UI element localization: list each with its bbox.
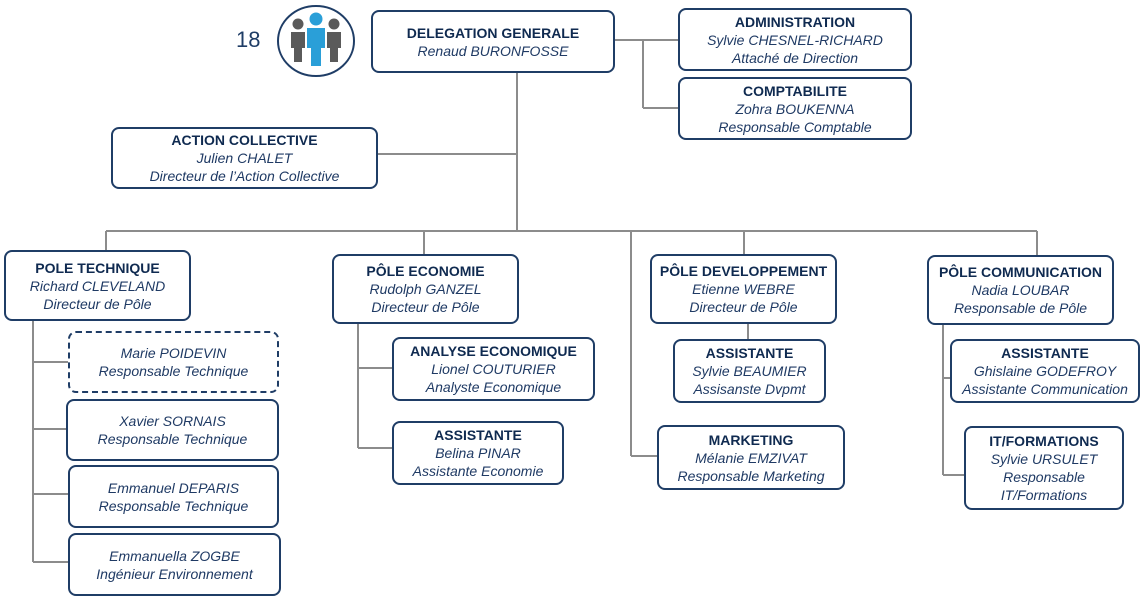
node-title: PÔLE ECONOMIE (366, 263, 485, 279)
node-name: Xavier SORNAIS (119, 413, 226, 429)
node-analyse-economique: ANALYSE ECONOMIQUE Lionel COUTURIER Anal… (392, 337, 595, 401)
node-pole-developpement: PÔLE DEVELOPPEMENT Etienne WEBRE Directe… (650, 254, 837, 324)
node-role: Attaché de Direction (731, 49, 859, 66)
node-role: Responsable (1003, 469, 1085, 485)
node-name: Richard CLEVELAND (29, 277, 166, 294)
node-title: ASSISTANTE (434, 427, 522, 443)
node-role: Responsable Comptable (718, 118, 872, 135)
node-name: Marie POIDEVIN (120, 345, 227, 361)
node-title: DELEGATION GENERALE (406, 24, 580, 41)
node-title: COMPTABILITE (743, 82, 847, 99)
node-role: Assistante Communication (962, 381, 1128, 397)
node-role: Responsable Marketing (677, 467, 825, 484)
node-name: Etienne WEBRE (692, 281, 795, 297)
node-name: Belina PINAR (435, 445, 521, 461)
node-marie-poidevin: Marie POIDEVIN Responsable Technique (68, 331, 279, 393)
node-xavier-sornais: Xavier SORNAIS Responsable Technique (66, 399, 279, 461)
node-role: Directeur de l’Action Collective (149, 168, 340, 184)
node-title: ACTION COLLECTIVE (171, 132, 318, 148)
group-of-people-icon (277, 5, 355, 77)
node-title: PÔLE COMMUNICATION (938, 264, 1103, 280)
node-role: Ingénieur Environnement (96, 565, 253, 582)
node-name: Sylvie CHESNEL-RICHARD (707, 31, 883, 48)
node-role: Directeur de Pôle (371, 299, 480, 315)
node-role: Directeur de Pôle (43, 295, 152, 312)
node-role: Assistante Economie (412, 463, 544, 479)
node-role: Responsable Technique (97, 431, 248, 447)
node-assistante-economie: ASSISTANTE Belina PINAR Assistante Econo… (392, 421, 564, 485)
node-name: Nadia LOUBAR (971, 282, 1070, 298)
node-name: Sylvie BEAUMIER (692, 363, 807, 379)
headcount-number: 18 (236, 27, 261, 52)
node-administration: ADMINISTRATION Sylvie CHESNEL-RICHARD At… (678, 8, 912, 71)
node-title: POLE TECHNIQUE (35, 259, 160, 276)
node-title: PÔLE DEVELOPPEMENT (659, 263, 828, 279)
node-title: ASSISTANTE (1001, 345, 1089, 361)
node-pole-technique: POLE TECHNIQUE Richard CLEVELAND Directe… (4, 250, 191, 321)
node-name: Rudolph GANZEL (369, 281, 482, 297)
node-title: MARKETING (708, 431, 794, 448)
node-title: ASSISTANTE (705, 345, 794, 361)
node-role: Analyste Economique (425, 379, 562, 395)
node-title: IT/FORMATIONS (989, 433, 1099, 449)
node-name: Emmanuella ZOGBE (109, 547, 240, 564)
node-assistante-communication: ASSISTANTE Ghislaine GODEFROY Assistante… (950, 339, 1140, 403)
node-emmanuella-zogbe: Emmanuella ZOGBE Ingénieur Environnement (68, 533, 281, 596)
node-role: Responsable Technique (98, 497, 249, 514)
node-role: Assisanste Dvpmt (693, 381, 806, 397)
node-name: Zohra BOUKENNA (735, 100, 855, 117)
node-marketing: MARKETING Mélanie EMZIVAT Responsable Ma… (657, 425, 845, 490)
node-name: Mélanie EMZIVAT (695, 449, 807, 466)
node-name: Emmanuel DEPARIS (107, 479, 240, 496)
node-name: Sylvie URSULET (990, 451, 1098, 467)
node-role: Responsable de Pôle (953, 300, 1088, 316)
node-emmanuel-deparis: Emmanuel DEPARIS Responsable Technique (68, 465, 279, 528)
node-role-detail: IT/Formations (1000, 487, 1088, 503)
node-name: Julien CHALET (196, 150, 293, 166)
node-title: ADMINISTRATION (734, 13, 856, 30)
node-title: ANALYSE ECONOMIQUE (410, 343, 577, 359)
node-role: Responsable Technique (98, 363, 249, 379)
node-name: Renaud BURONFOSSE (417, 42, 569, 59)
node-name: Ghislaine GODEFROY (973, 363, 1117, 379)
node-comptabilite: COMPTABILITE Zohra BOUKENNA Responsable … (678, 77, 912, 140)
node-pole-economie: PÔLE ECONOMIE Rudolph GANZEL Directeur d… (332, 254, 519, 324)
node-role: Directeur de Pôle (689, 299, 798, 315)
node-delegation-generale: DELEGATION GENERALE Renaud BURONFOSSE (371, 10, 615, 73)
node-pole-communication: PÔLE COMMUNICATION Nadia LOUBAR Responsa… (927, 255, 1114, 325)
node-action-collective: ACTION COLLECTIVE Julien CHALET Directeu… (111, 127, 378, 189)
node-name: Lionel COUTURIER (431, 361, 556, 377)
node-it-formations: IT/FORMATIONS Sylvie URSULET Responsable… (964, 426, 1124, 510)
node-assistante-developpement: ASSISTANTE Sylvie BEAUMIER Assisanste Dv… (673, 339, 826, 403)
